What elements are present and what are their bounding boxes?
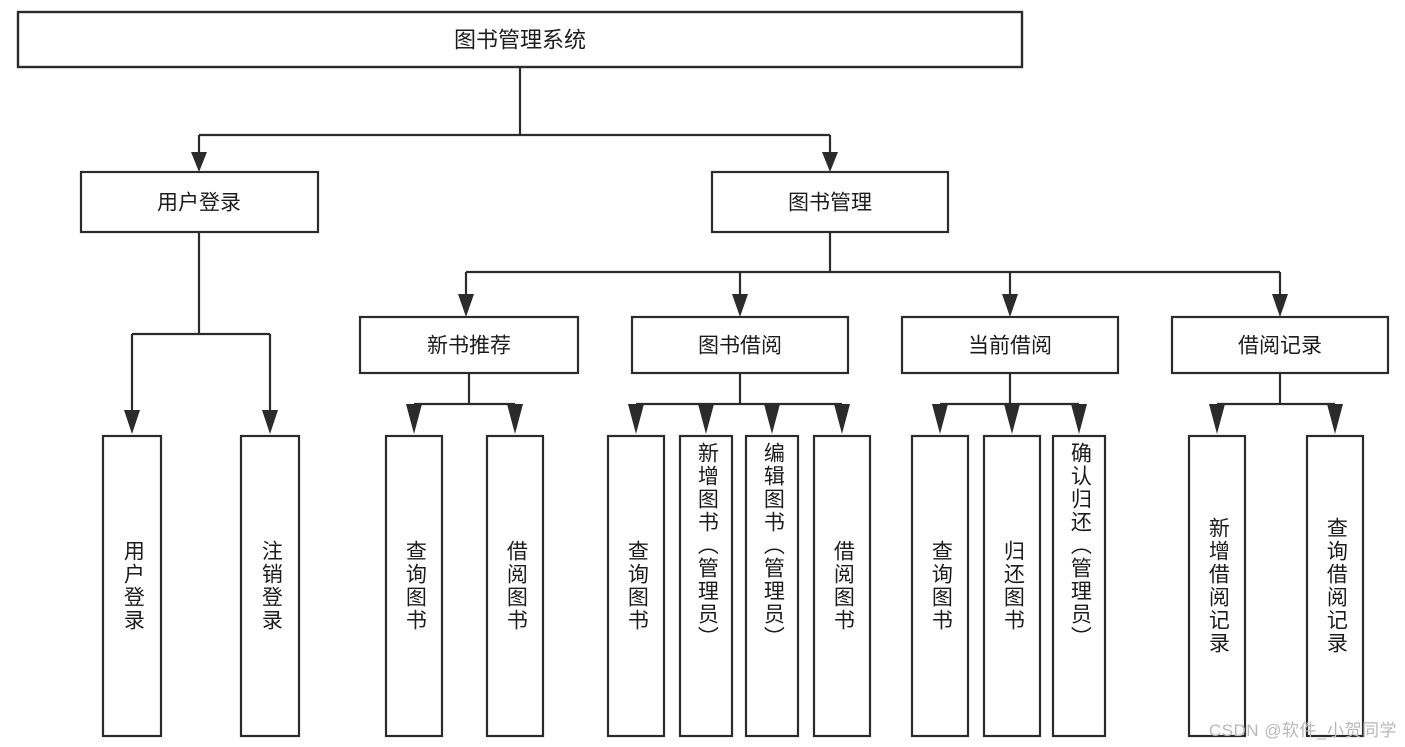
node-new-book-recommend-label: 新书推荐 — [427, 335, 511, 358]
leaf-box-group — [101, 434, 1365, 738]
arrow-head-icon — [732, 294, 748, 317]
arrow-head-icon — [507, 404, 523, 434]
connector-group-borrow — [628, 373, 850, 434]
connector-group-root — [191, 67, 838, 172]
arrow-head-icon — [822, 152, 838, 172]
arrow-head-icon — [191, 152, 207, 172]
connector-group-borrow-record — [1209, 373, 1343, 434]
connector-group-new-book — [406, 373, 523, 434]
leaf-box-return-book[interactable] — [982, 434, 1042, 738]
arrow-head-icon — [124, 410, 140, 434]
leaf-box-borrow-book[interactable] — [812, 434, 872, 738]
node-user-login-label: 用户登录 — [157, 192, 241, 215]
arrow-head-icon — [1209, 404, 1225, 434]
node-root[interactable]: 图书管理系统 — [16, 10, 1024, 69]
leaf-box-query-book-rec[interactable] — [384, 434, 444, 738]
arrow-head-icon — [698, 404, 714, 434]
arrow-head-icon — [406, 404, 422, 434]
node-book-borrow-label: 图书借阅 — [698, 335, 782, 358]
leaf-box-logout-login[interactable] — [239, 434, 301, 738]
connector-group-book-mgmt — [458, 232, 1288, 317]
leaf-box-query-book-borrow[interactable] — [606, 434, 666, 738]
node-user-login-box[interactable] — [79, 170, 320, 234]
node-borrow-record-label: 借阅记录 — [1238, 335, 1322, 358]
arrow-head-icon — [458, 294, 474, 317]
node-current-borrow[interactable]: 当前借阅 — [900, 315, 1120, 375]
node-new-book-recommend[interactable]: 新书推荐 — [358, 315, 580, 375]
arrow-head-icon — [932, 404, 948, 434]
node-borrow-record-box[interactable] — [1170, 315, 1390, 375]
arrow-head-icon — [262, 410, 278, 434]
node-new-book-recommend-box[interactable] — [358, 315, 580, 375]
node-root-box[interactable] — [16, 10, 1024, 69]
arrow-head-icon — [1327, 404, 1343, 434]
leaf-box-confirm-return-admin[interactable] — [1051, 434, 1107, 738]
leaf-box-add-book-admin[interactable] — [678, 434, 734, 738]
node-user-login[interactable]: 用户登录 — [79, 170, 320, 234]
leaf-box-query-book-current[interactable] — [910, 434, 970, 738]
arrow-head-icon — [1272, 294, 1288, 317]
connector-group-user-login — [124, 232, 278, 434]
leaf-box-query-borrow-record[interactable] — [1305, 434, 1365, 738]
arrow-head-icon — [1071, 404, 1087, 434]
node-book-borrow[interactable]: 图书借阅 — [630, 315, 850, 375]
leaf-box-user-login[interactable] — [101, 434, 163, 738]
node-book-management-label: 图书管理 — [788, 192, 872, 215]
leaf-box-edit-book-admin[interactable] — [744, 434, 800, 738]
node-current-borrow-label: 当前借阅 — [968, 335, 1052, 358]
arrow-head-icon — [1004, 404, 1020, 434]
node-book-management[interactable]: 图书管理 — [710, 170, 950, 234]
arrow-head-icon — [834, 404, 850, 434]
node-root-label: 图书管理系统 — [454, 28, 586, 53]
arrow-head-icon — [764, 404, 780, 434]
node-current-borrow-box[interactable] — [900, 315, 1120, 375]
arrow-head-icon — [1002, 294, 1018, 317]
leaf-box-add-borrow-record[interactable] — [1187, 434, 1247, 738]
arrow-head-icon — [628, 404, 644, 434]
leaf-box-borrow-book-rec[interactable] — [485, 434, 545, 738]
node-book-management-box[interactable] — [710, 170, 950, 234]
connector-group-current-borrow — [932, 373, 1087, 434]
node-borrow-record[interactable]: 借阅记录 — [1170, 315, 1390, 375]
node-book-borrow-box[interactable] — [630, 315, 850, 375]
